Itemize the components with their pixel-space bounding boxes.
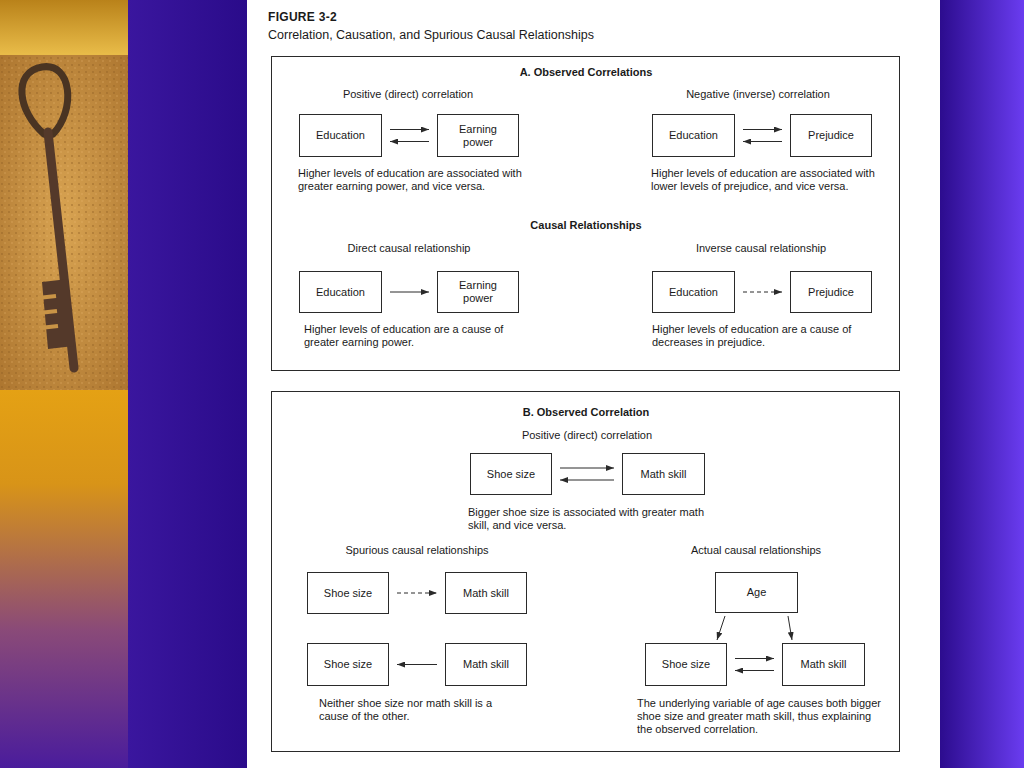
variable-box: Math skill	[445, 572, 527, 614]
key-notch	[39, 311, 57, 313]
key-photo	[0, 55, 128, 390]
sand	[0, 55, 128, 390]
connector-arrow	[788, 616, 792, 640]
section-label: Positive (direct) correlation	[343, 88, 473, 101]
description-text: Higher levels of education are a cause o…	[304, 323, 516, 349]
description-text: The underlying variable of age causes bo…	[637, 697, 885, 736]
violet-strip	[940, 0, 1024, 768]
key-notch	[40, 326, 58, 328]
description-text: Neither shoe size nor math skill is a ca…	[319, 697, 519, 723]
section-label: Negative (inverse) correlation	[686, 88, 830, 101]
description-text: Higher levels of education are a cause o…	[652, 323, 880, 349]
variable-box: Shoe size	[470, 453, 552, 495]
connector-arrow	[560, 468, 614, 469]
description-text: Higher levels of education are associate…	[298, 167, 526, 193]
panel-heading: Causal Relationships	[530, 219, 641, 232]
box-label: Math skill	[641, 468, 687, 481]
connector-arrow	[560, 480, 614, 481]
box-label: Education	[669, 129, 718, 142]
box-label: Shoe size	[324, 658, 372, 671]
panel-heading: B. Observed Correlation	[523, 406, 650, 419]
variable-box: Math skill	[622, 453, 705, 495]
variable-box: Education	[299, 114, 382, 157]
key-bow	[22, 67, 68, 134]
box-label: Education	[669, 286, 718, 299]
box-label: Shoe size	[487, 468, 535, 481]
section-label: Actual causal relationships	[691, 544, 821, 557]
gold-strip	[0, 0, 128, 768]
purple-band	[128, 0, 247, 768]
variable-box: Math skill	[445, 643, 527, 686]
connector-arrow	[397, 664, 437, 665]
variable-box: Earning power	[437, 271, 519, 313]
connector-arrow	[735, 670, 774, 671]
box-label: Math skill	[463, 658, 509, 671]
variable-box: Shoe size	[645, 643, 727, 686]
section-label: Direct causal relationship	[348, 242, 471, 255]
connector-arrow	[390, 141, 429, 142]
box-label: Math skill	[801, 658, 847, 671]
connector-arrow	[743, 129, 782, 130]
variable-box: Shoe size	[307, 572, 389, 614]
box-label: Education	[316, 129, 365, 142]
description-text: Bigger shoe size is associated with grea…	[468, 506, 704, 532]
box-label: Age	[747, 586, 767, 599]
connector-arrow	[735, 658, 774, 659]
connector-arrow	[743, 292, 782, 293]
variable-box: Education	[652, 271, 735, 313]
description-text: Higher levels of education are associate…	[651, 167, 879, 193]
section-label: Positive (direct) correlation	[522, 429, 652, 442]
connector-arrow	[717, 616, 725, 640]
box-label: Earning power	[454, 279, 502, 305]
box-label: Prejudice	[808, 129, 854, 142]
box-label: Earning power	[454, 123, 502, 149]
connector-arrow	[743, 141, 782, 142]
box-label: Math skill	[463, 587, 509, 600]
page	[247, 0, 940, 768]
connector-arrow	[390, 292, 429, 293]
section-label: Spurious causal relationships	[345, 544, 488, 557]
box-label: Shoe size	[662, 658, 710, 671]
variable-box: Age	[715, 572, 798, 613]
connector-arrow	[397, 593, 437, 594]
sand-grain	[0, 55, 128, 390]
variable-box: Prejudice	[790, 271, 872, 313]
box-label: Shoe size	[324, 587, 372, 600]
variable-box: Math skill	[782, 643, 865, 686]
box-label: Education	[316, 286, 365, 299]
panel-heading: A. Observed Correlations	[520, 66, 653, 79]
section-label: Inverse causal relationship	[696, 242, 826, 255]
variable-box: Shoe size	[307, 643, 389, 686]
connector-arrow	[390, 129, 429, 130]
key-notch	[38, 296, 56, 298]
variable-box: Education	[652, 114, 735, 157]
figure-caption: Correlation, Causation, and Spurious Cau…	[268, 28, 594, 42]
box-label: Prejudice	[808, 286, 854, 299]
variable-box: Earning power	[437, 114, 519, 157]
variable-box: Education	[299, 271, 382, 313]
variable-box: Prejudice	[790, 114, 872, 157]
figure-number: FIGURE 3-2	[268, 10, 337, 24]
